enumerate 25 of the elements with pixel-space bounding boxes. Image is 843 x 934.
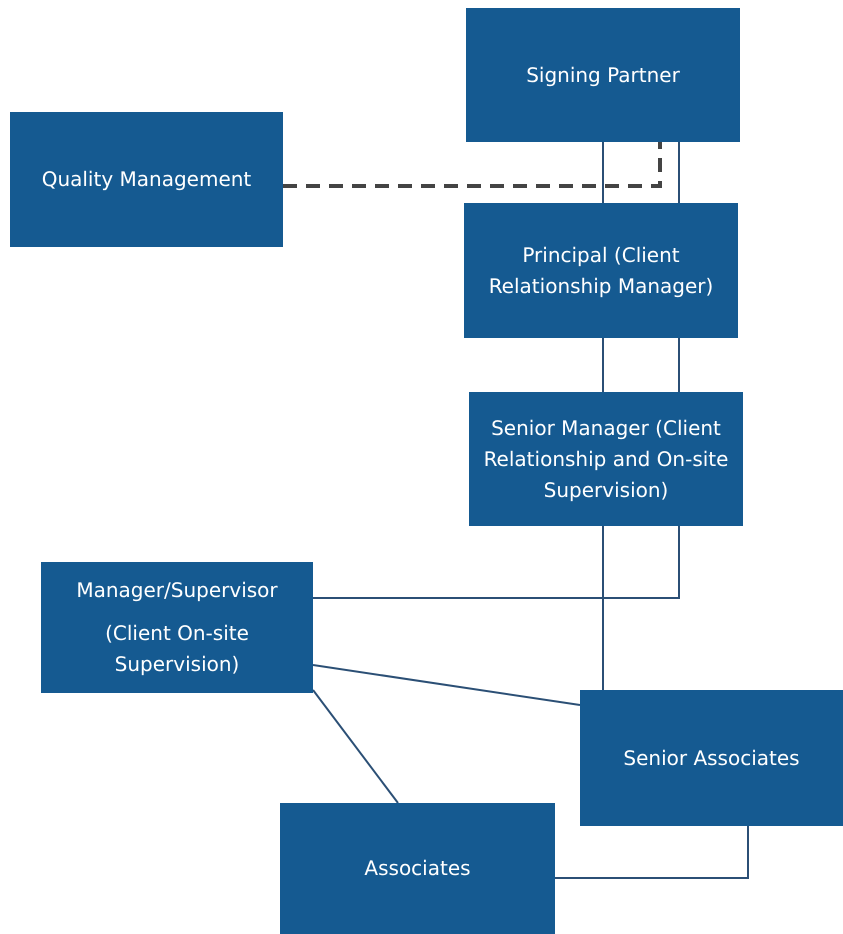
connector-line	[312, 664, 580, 706]
connector-line	[678, 338, 680, 392]
role-label: Quality Management	[42, 166, 252, 193]
role-box	[10, 112, 283, 247]
role-label: Signing Partner	[526, 62, 680, 88]
connector-line	[602, 142, 604, 203]
role-label: Manager/Supervisor	[76, 577, 278, 604]
connector-line	[313, 526, 680, 599]
connector-line	[312, 689, 399, 804]
role-box	[466, 8, 740, 142]
role-label: Senior Manager (Client Relationship and On-site Supervision)	[482, 414, 730, 504]
role-label: Associates	[364, 855, 471, 882]
role-label: (Client On-site Supervision)	[104, 620, 250, 678]
dashed-connector	[283, 142, 662, 188]
role-box	[464, 203, 738, 338]
role-label: Senior Associates	[623, 744, 800, 772]
connector-line	[602, 526, 604, 690]
role-box	[41, 562, 313, 693]
role-box	[280, 803, 555, 934]
role-box	[580, 690, 843, 826]
connector-line	[555, 826, 749, 879]
role-box	[469, 392, 743, 526]
role-label: Principal (Client Relationship Manager)	[488, 242, 714, 300]
connector-line	[602, 338, 604, 392]
connector-line	[678, 142, 680, 203]
